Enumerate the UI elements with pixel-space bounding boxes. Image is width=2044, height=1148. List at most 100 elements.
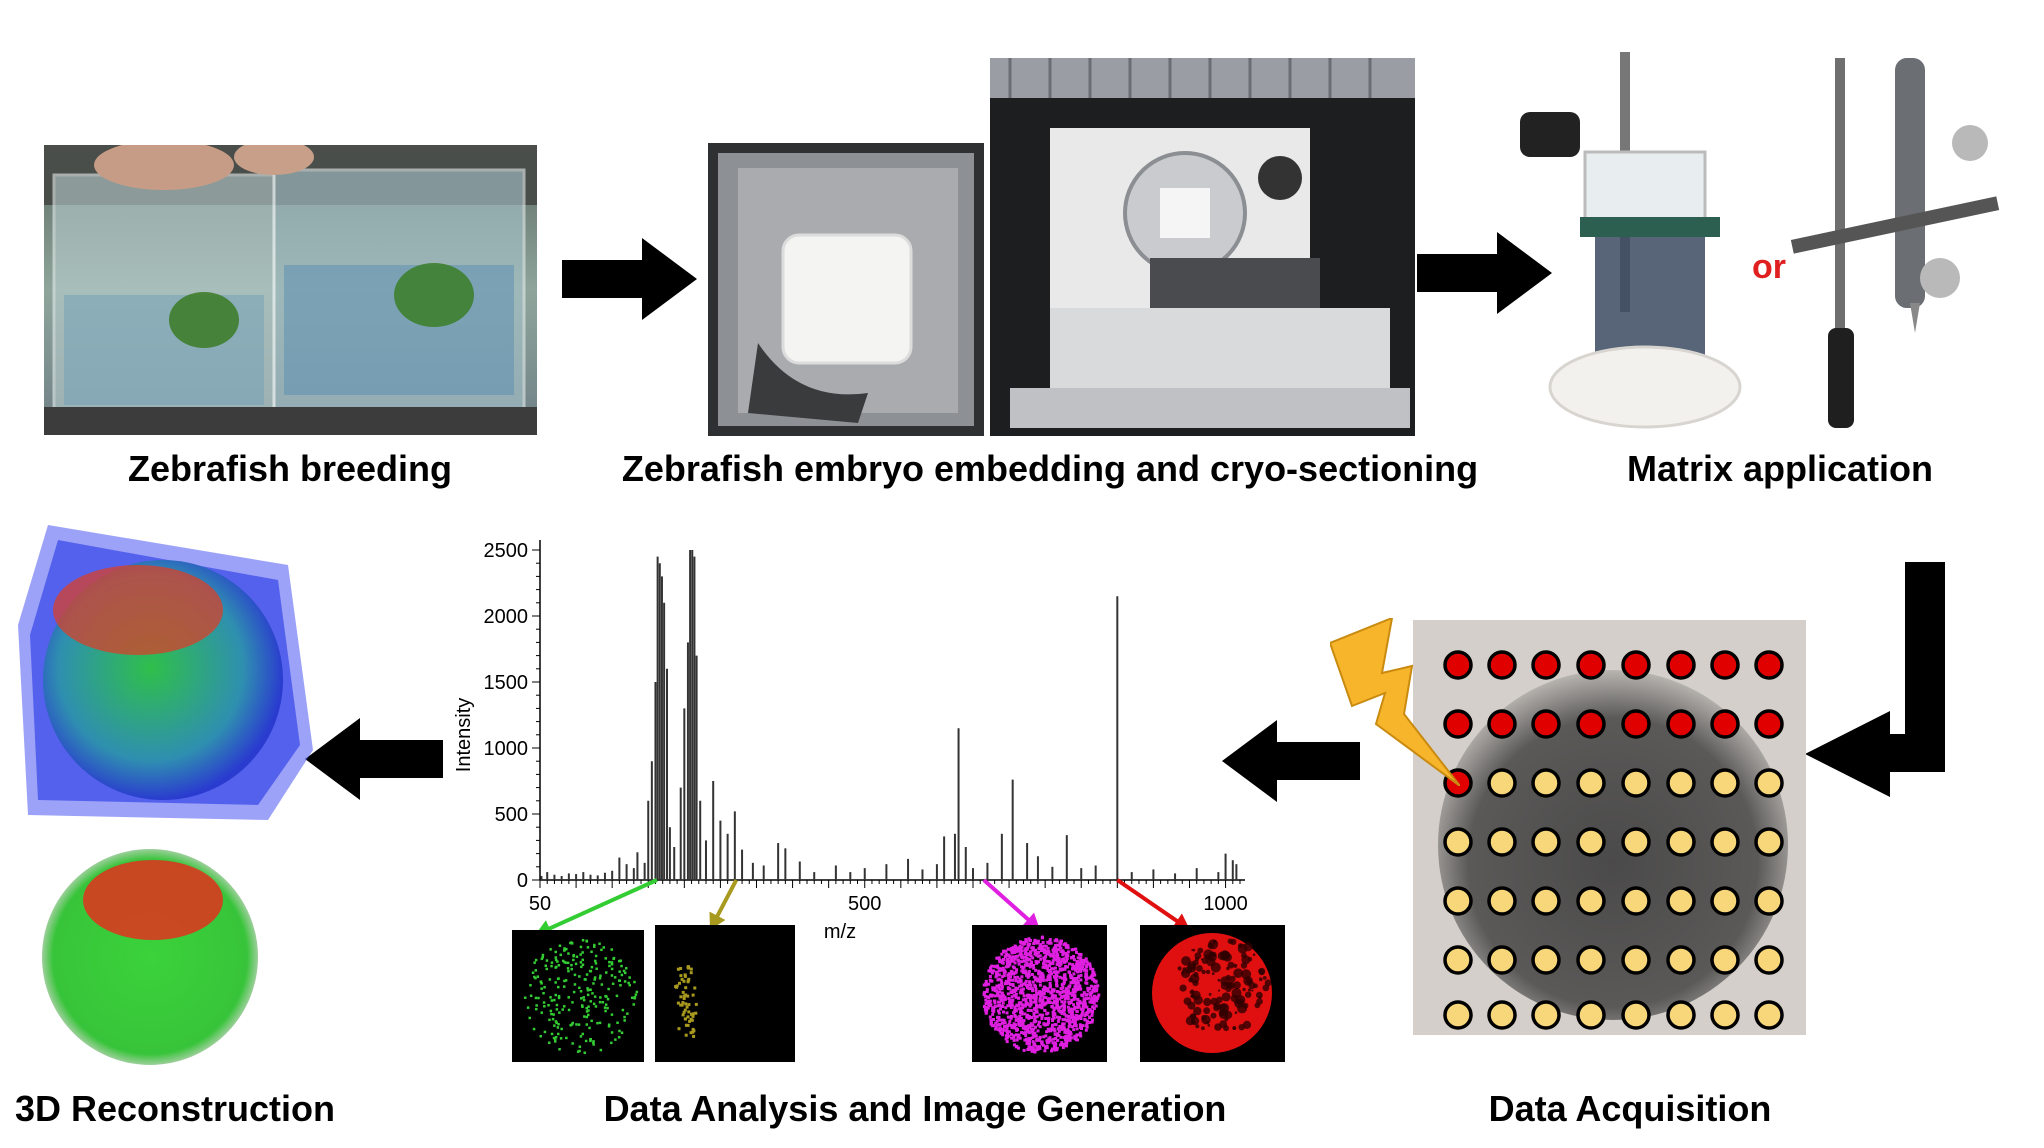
ion-pixel: [570, 967, 573, 971]
ion-pixel: [1040, 1006, 1044, 1010]
ion-pixel: [1049, 954, 1053, 958]
ion-pixel: [1048, 1027, 1052, 1031]
ion-pixel: [1027, 1041, 1031, 1045]
elbow-arrow-icon: [1805, 562, 1945, 797]
ion-pixel: [1196, 965, 1203, 972]
ion-pixel: [554, 1036, 558, 1039]
ion-pixel: [679, 967, 683, 970]
ion-pixel: [581, 1004, 584, 1007]
ion-pixel: [686, 1023, 690, 1027]
ion-pixel: [1023, 971, 1027, 975]
pending-spot: [1666, 886, 1696, 916]
ion-pixel: [1090, 996, 1094, 1000]
ion-pixel: [1074, 982, 1078, 986]
ion-pixel: [617, 1036, 621, 1039]
ion-pixel: [996, 972, 999, 976]
ion-pixel: [1026, 1026, 1030, 1030]
ion-pixel: [1074, 1034, 1077, 1038]
ion-pixel: [1004, 949, 1008, 953]
ion-pixel: [1014, 995, 1018, 999]
ion-pixel: [588, 1026, 591, 1030]
ion-pixel: [1058, 967, 1062, 971]
ion-pixel: [585, 939, 588, 943]
ion-pixel: [1007, 981, 1011, 985]
ion-pixel: [1081, 1024, 1085, 1028]
ion-pixel: [540, 1011, 543, 1014]
ion-pixel: [1243, 976, 1253, 986]
ion-pixel: [1058, 1010, 1062, 1014]
ion-pixel: [1084, 957, 1088, 961]
ion-pixel: [582, 996, 585, 999]
ion-pixel: [550, 964, 553, 968]
ion-pixel: [686, 980, 690, 984]
ion-pixel: [1016, 1035, 1020, 1039]
ion-pixel: [572, 958, 575, 962]
ion-pixel: [1017, 1007, 1021, 1011]
ion-pixel: [1034, 988, 1038, 992]
ion-pixel: [543, 1030, 547, 1034]
ion-pixel: [543, 1005, 546, 1008]
ion-pixel: [994, 965, 998, 969]
ion-pixel: [558, 944, 562, 947]
ion-pixel: [1001, 966, 1005, 970]
ion-pixel: [598, 977, 602, 980]
ion-pixel: [610, 1041, 613, 1045]
ion-pixel: [1072, 1015, 1076, 1019]
ion-pixel: [1071, 978, 1075, 982]
ion-pixel: [1034, 948, 1037, 952]
ion-pixel: [1045, 1041, 1049, 1045]
ion-pixel: [1012, 948, 1015, 952]
caption-matrix: Matrix application: [1626, 448, 1934, 489]
x-tick-label: 500: [848, 893, 881, 915]
ion-pixel: [1064, 1029, 1068, 1033]
ion-pixel: [549, 948, 552, 951]
ion-pixel: [1076, 1005, 1079, 1009]
ion-pixel: [1262, 984, 1270, 992]
ion-pixel: [557, 994, 561, 998]
left-arrow-1-icon: [1222, 720, 1360, 802]
ion-pixel: [988, 978, 992, 982]
ion-pixel: [1025, 953, 1029, 957]
ion-pixel: [1021, 967, 1025, 971]
ion-pixel: [1000, 994, 1004, 998]
ion-pixel: [1078, 984, 1082, 988]
pending-spot: [1754, 827, 1784, 857]
ion-pixel: [1004, 1006, 1008, 1010]
ion-pixel: [1057, 1017, 1061, 1021]
ion-pixel: [996, 966, 1000, 970]
ion-pixel: [589, 1038, 592, 1041]
ion-pixel: [1012, 994, 1016, 998]
ion-pixel: [1052, 955, 1056, 959]
x-tick-label: 1000: [1203, 893, 1248, 915]
ion-pixel: [532, 1027, 536, 1031]
ion-pixel: [682, 997, 686, 1000]
ion-pixel: [1066, 946, 1070, 950]
ion-pixel: [600, 948, 603, 952]
ion-pixel: [1085, 1012, 1089, 1016]
ion-pixel: [691, 993, 695, 997]
ion-pixel: [1034, 998, 1037, 1002]
ion-pixel: [1094, 980, 1098, 984]
ion-pixel: [1210, 962, 1221, 973]
ion-pixel: [993, 1001, 997, 1005]
ion-pixel: [1050, 972, 1053, 976]
ion-pixel: [984, 1011, 988, 1015]
ion-pixel: [1053, 939, 1057, 943]
ion-pixel: [996, 1015, 999, 1019]
ion-pixel: [1038, 990, 1042, 994]
ion-pixel: [1006, 947, 1010, 951]
ion-pixel: [1015, 968, 1019, 972]
ion-pixel: [1083, 959, 1087, 963]
ion-pixel: [1057, 948, 1061, 952]
ion-pixel: [1057, 957, 1061, 960]
ion-pixel: [1063, 1012, 1067, 1016]
ion-pixel: [1083, 1014, 1087, 1018]
ion-pixel: [563, 979, 566, 983]
ion-pixel: [619, 984, 622, 987]
ion-pixel: [1059, 939, 1063, 943]
ion-pixel: [1027, 1037, 1031, 1041]
ion-pixel: [1006, 1024, 1009, 1028]
ion-pixel: [1072, 1003, 1076, 1007]
ion-pixel: [1023, 1003, 1027, 1007]
ion-pixel: [592, 1002, 596, 1006]
